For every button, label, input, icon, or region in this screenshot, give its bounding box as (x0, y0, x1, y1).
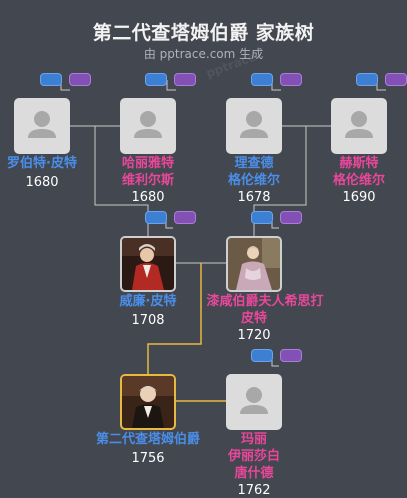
portrait-hester-pitt (228, 238, 280, 290)
person-silhouette-icon (240, 111, 268, 138)
page-subtitle: 由 pptrace.com 生成 (143, 47, 264, 61)
person-silhouette-icon (134, 111, 162, 138)
father-toggle-icon[interactable] (145, 211, 167, 224)
father-toggle-icon[interactable] (251, 349, 273, 362)
person-name-line2: 格伦维尔 (332, 173, 385, 188)
person-name: 漆咸伯爵夫人希思打 (206, 294, 324, 309)
father-toggle-icon[interactable] (145, 73, 167, 86)
person-card-richard-grenville[interactable] (226, 98, 282, 154)
person-name: 哈丽雅特 (121, 156, 174, 171)
person-birth-year: 1680 (25, 175, 59, 190)
person-birth-year: 1690 (342, 190, 376, 205)
ctrl-line-2 (166, 80, 176, 91)
ctrl-line-5 (165, 217, 173, 229)
person-name-line2: 格伦维尔 (227, 173, 280, 188)
person-birth-year: 1678 (237, 190, 271, 205)
mother-toggle-icon[interactable] (174, 211, 196, 224)
mother-toggle-icon[interactable] (69, 73, 91, 86)
mother-toggle-icon[interactable] (280, 211, 302, 224)
person-name: 赫斯特 (339, 156, 379, 171)
person-name-line2: 维利尔斯 (121, 173, 174, 188)
person-name-line2: 皮特 (240, 311, 267, 326)
mother-toggle-icon[interactable] (174, 73, 196, 86)
person-birth-year: 1680 (131, 190, 165, 205)
father-toggle-icon[interactable] (251, 211, 273, 224)
person-name-line2: 伊丽莎白 (227, 449, 280, 464)
person-name: 玛丽 (240, 432, 267, 447)
person-card-harriet-villiers[interactable] (120, 98, 176, 154)
page-title: 第二代查塔姆伯爵 家族树 (92, 22, 315, 44)
person-card-mary-elizabeth-townshend[interactable] (226, 374, 282, 430)
person-birth-year: 1762 (237, 483, 271, 498)
ctrl-line-6 (271, 217, 279, 229)
person-card-hester-pitt[interactable] (226, 236, 282, 292)
person-birth-year: 1720 (237, 328, 271, 343)
person-silhouette-icon (345, 111, 373, 138)
father-toggle-icon[interactable] (356, 73, 378, 86)
person-card-robert-pitt[interactable] (14, 98, 70, 154)
person-name: 第二代查塔姆伯爵 (95, 432, 200, 447)
person-name: 威廉·皮特 (119, 294, 177, 309)
person-card-william-pitt[interactable] (120, 236, 176, 292)
mother-toggle-icon[interactable] (385, 73, 407, 86)
portrait-second-earl-of-chatham (122, 376, 174, 428)
person-name-line3: 唐什德 (234, 466, 274, 481)
person-silhouette-icon (28, 111, 56, 138)
portrait-william-pitt (122, 238, 174, 290)
father-toggle-icon[interactable] (251, 73, 273, 86)
person-birth-year: 1756 (131, 451, 165, 466)
ctrl-line-7 (271, 355, 279, 367)
person-birth-year: 1708 (131, 313, 165, 328)
descent-line-middle (147, 263, 202, 374)
person-name: 理查德 (234, 156, 274, 171)
person-card-second-earl-of-chatham[interactable] (120, 374, 176, 430)
father-toggle-icon[interactable] (40, 73, 62, 86)
mother-toggle-icon[interactable] (280, 349, 302, 362)
person-silhouette-icon (240, 387, 268, 414)
mother-toggle-icon[interactable] (280, 73, 302, 86)
person-name: 罗伯特·皮特 (7, 156, 77, 171)
person-card-hester-grenville[interactable] (331, 98, 387, 154)
